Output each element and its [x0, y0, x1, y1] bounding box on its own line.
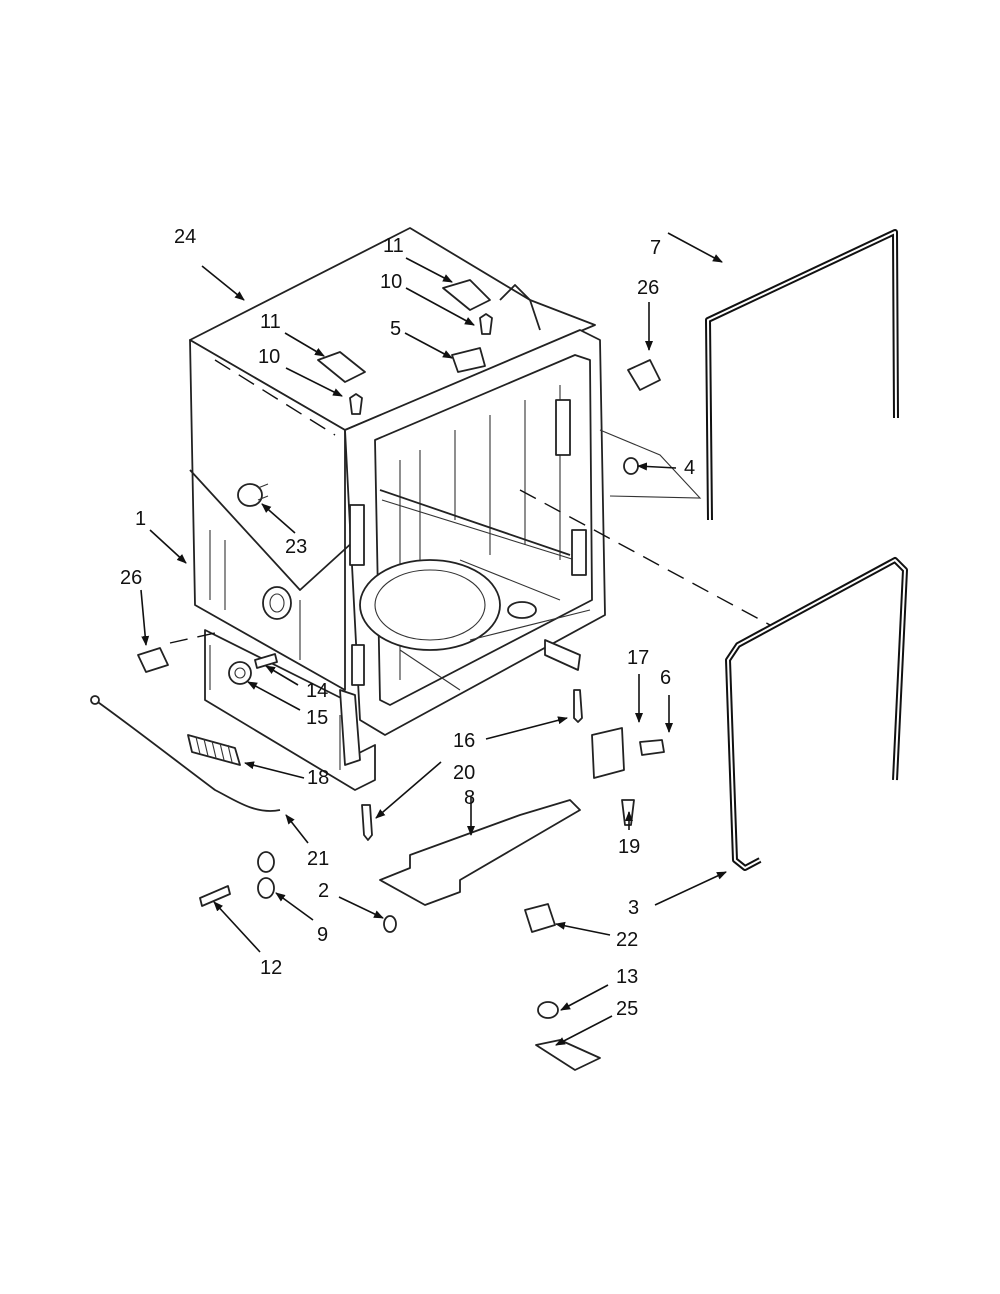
- part-label-5: 5: [390, 318, 401, 340]
- part-label-12: 12: [260, 957, 282, 979]
- part-label-11: 11: [383, 235, 404, 257]
- part-label-23: 23: [285, 536, 307, 558]
- door-clip-left: [137, 647, 169, 673]
- tub-left-wall: [189, 339, 346, 691]
- part-label-19: 19: [618, 836, 640, 858]
- door-cable: [94, 699, 281, 812]
- part-label-21: 21: [307, 848, 329, 870]
- part-label-1: 1: [135, 508, 146, 530]
- part-label-14: 14: [306, 680, 328, 702]
- part-label-18: 18: [307, 767, 329, 789]
- part-label-26: 26: [120, 567, 142, 589]
- part-label-11: 11: [260, 311, 281, 333]
- part-label-10: 10: [258, 346, 280, 368]
- part-label-4: 4: [684, 457, 695, 479]
- part-label-8: 8: [464, 787, 475, 809]
- tub-gasket: [725, 557, 908, 871]
- part-label-16: 16: [453, 730, 475, 752]
- part-label-7: 7: [650, 237, 661, 259]
- part-label-20: 20: [453, 762, 475, 784]
- hinge-bracket-top: [442, 279, 491, 311]
- part-label-24: 24: [174, 226, 196, 248]
- leader-lines: [140, 232, 727, 1046]
- hinge-bracket-left: [317, 351, 366, 383]
- part-label-3: 3: [628, 897, 639, 919]
- part-label-2: 2: [318, 880, 329, 902]
- part-label-17: 17: [627, 647, 649, 669]
- part-label-9: 9: [317, 924, 328, 946]
- part-number-labels: 24 11 10 11 10 5 7 26 4 23 1 26 14 15 17…: [120, 226, 695, 1020]
- part-label-15: 15: [306, 707, 328, 729]
- part-label-6: 6: [660, 667, 671, 689]
- part-label-25: 25: [616, 998, 638, 1020]
- part-label-10: 10: [380, 271, 402, 293]
- door-clip-top: [627, 359, 661, 391]
- toe-panel: [379, 799, 581, 906]
- tub-assembly: [189, 227, 606, 791]
- part-label-26: 26: [637, 277, 659, 299]
- part-label-13: 13: [616, 966, 638, 988]
- part-label-22: 22: [616, 929, 638, 951]
